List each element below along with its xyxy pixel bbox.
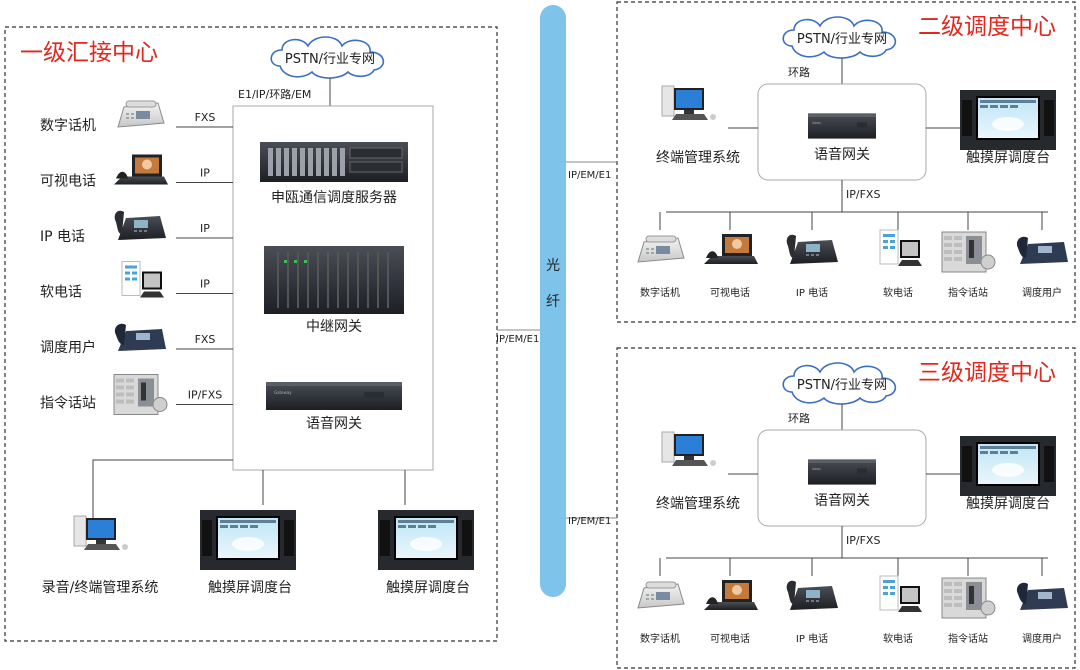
level3-video-phone-label: 可视电话 — [710, 632, 750, 645]
fiber-label-1: 光 — [546, 258, 560, 274]
touch-console-2-icon — [378, 510, 474, 570]
level2-uplink-label: IP/EM/E1 — [568, 170, 611, 181]
level2-digital-phone-icon — [637, 235, 685, 263]
dispatch-user-icon — [114, 323, 166, 351]
recording-pc-icon — [73, 515, 129, 551]
touch-console-1-label: 触摸屏调度台 — [208, 580, 292, 596]
ip-phone-link-label: IP — [200, 222, 210, 235]
level3-cloud-label: PSTN/行业专网 — [797, 378, 887, 393]
level3-console-icon — [960, 436, 1056, 496]
level1-title: 一级汇接中心 — [20, 40, 158, 66]
trunk-gateway-icon — [263, 245, 405, 315]
level1-uplink-label: E1/IP/环路/EM — [238, 88, 311, 101]
fiber-backbone — [540, 5, 566, 597]
level3-pc-icon — [661, 431, 717, 467]
voice-gateway-label: 语音网关 — [306, 415, 362, 432]
command-station-label: 指令话站 — [40, 396, 96, 412]
level2-console-icon — [960, 90, 1056, 150]
fiber-left-link-label: IP/EM/E1 — [496, 334, 539, 345]
level3-uplink-label: IP/EM/E1 — [568, 516, 611, 527]
level2-digital-phone-label: 数字话机 — [640, 286, 680, 299]
dispatch-user-label: 调度用户 — [40, 339, 96, 356]
level2-command-station-icon — [941, 231, 996, 273]
level2-gateway-icon — [808, 113, 876, 139]
level2-soft-phone-icon — [879, 229, 923, 267]
level3-loop-label: 环路 — [788, 412, 810, 425]
video-phone-link-label: IP — [200, 167, 210, 180]
video-phone-label: 可视电话 — [40, 174, 96, 190]
command-station-icon — [113, 374, 168, 415]
level2-console-label: 触摸屏调度台 — [966, 150, 1050, 166]
soft-phone-link-label: IP — [200, 278, 210, 291]
level2-video-phone-icon — [704, 234, 758, 264]
level3-console-label: 触摸屏调度台 — [966, 496, 1050, 512]
level1-cloud-label: PSTN/行业专网 — [285, 52, 375, 67]
level2-cloud-label: PSTN/行业专网 — [797, 32, 887, 47]
ip-phone-icon — [114, 210, 166, 240]
voice-gateway-icon — [266, 382, 402, 410]
level2-title: 二级调度中心 — [918, 14, 1056, 40]
level3-dispatch-user-icon — [1016, 582, 1068, 610]
level3-command-station-label: 指令话站 — [948, 632, 988, 645]
trunk-gateway-label: 中继网关 — [306, 319, 362, 335]
level3-soft-phone-label: 软电话 — [883, 632, 913, 645]
level3-gateway-label: 语音网关 — [814, 492, 870, 509]
dispatch-server-label: 申瓯通信调度服务器 — [271, 190, 397, 206]
level3-frame — [616, 347, 1076, 669]
level2-pc-icon — [661, 85, 717, 121]
level3-gateway-icon — [808, 459, 876, 485]
level3-soft-phone-icon — [879, 575, 923, 613]
level3-ip-phone-icon — [786, 580, 838, 610]
level1-frame — [4, 26, 498, 642]
level2-ip-phone-label: IP 电话 — [796, 286, 828, 299]
command-station-link-label: IP/FXS — [188, 389, 222, 402]
level3-title: 三级调度中心 — [918, 360, 1056, 386]
digital-phone-link-label: FXS — [195, 111, 216, 124]
ip-phone-label: IP 电话 — [40, 229, 85, 245]
recording-system-label: 录音/终端管理系统 — [42, 579, 159, 596]
dispatch-user-link-label: FXS — [195, 333, 216, 346]
level2-gateway-label: 语音网关 — [814, 146, 870, 163]
fiber-label-2: 纤 — [546, 294, 560, 310]
level2-ip-phone-icon — [786, 234, 838, 264]
soft-phone-label: 软电话 — [40, 285, 82, 301]
level2-video-phone-label: 可视电话 — [710, 286, 750, 299]
level3-digital-phone-icon — [637, 581, 685, 609]
digital-phone-icon — [117, 100, 165, 128]
level2-dispatch-user-icon — [1016, 236, 1068, 264]
level1-terminals: 数字话机 FXS 可视电话 IP IP 电话 IP 软电话 IP 调度用户 FXS 指令话站 IP/F… — [40, 100, 233, 415]
level3-video-phone-icon — [704, 580, 758, 610]
soft-phone-icon — [121, 261, 165, 298]
touch-console-2-label: 触摸屏调度台 — [386, 580, 470, 596]
touch-console-1-icon — [200, 510, 296, 570]
level3-bus-label: IP/FXS — [846, 534, 880, 547]
dispatch-server-icon — [259, 141, 409, 183]
level3-dispatch-user-label: 调度用户 — [1022, 632, 1062, 645]
level3-digital-phone-label: 数字话机 — [640, 632, 680, 645]
level3-pc-label: 终端管理系统 — [656, 496, 740, 512]
level2-bus-label: IP/FXS — [846, 188, 880, 201]
video-phone-icon — [114, 154, 168, 185]
level2-command-station-label: 指令话站 — [948, 286, 988, 299]
level2-loop-label: 环路 — [788, 66, 810, 79]
level3-ip-phone-label: IP 电话 — [796, 632, 828, 645]
level2-pc-label: 终端管理系统 — [656, 150, 740, 166]
level2-dispatch-user-label: 调度用户 — [1022, 286, 1062, 299]
level3-command-station-icon — [941, 577, 996, 619]
digital-phone-label: 数字话机 — [40, 118, 96, 134]
level2-soft-phone-label: 软电话 — [883, 286, 913, 299]
